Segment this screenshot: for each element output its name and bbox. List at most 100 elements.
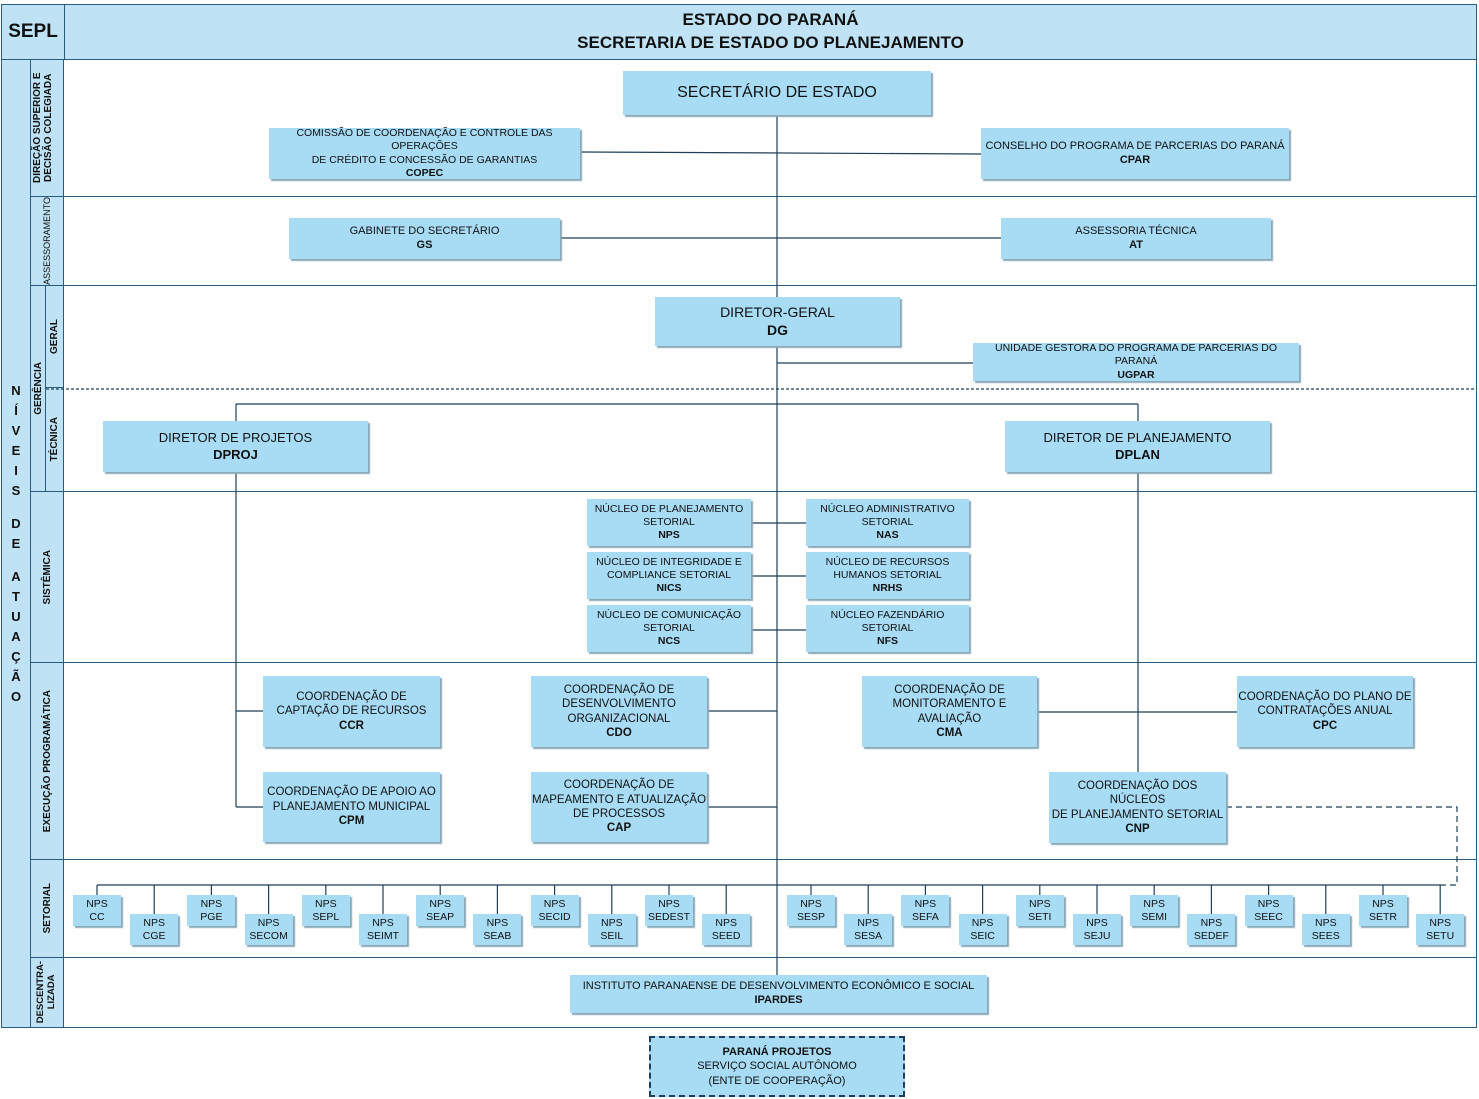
nps-prefix: NPS — [914, 898, 937, 911]
dproj-box[interactable]: DIRETOR DE PROJETOS DPROJ — [103, 421, 368, 472]
cma-line-3: AVALIAÇÃO — [917, 712, 982, 725]
secretario-label: SECRETÁRIO DE ESTADO — [677, 84, 877, 101]
ugpar-line-1: UNIDADE GESTORA DO PROGRAMA DE PARCERIAS… — [995, 342, 1277, 368]
cnp-box[interactable]: COORDENAÇÃO DOS NÚCLEOS DE PLANEJAMENTO … — [1049, 772, 1226, 843]
cdo-box[interactable]: COORDENAÇÃO DE DESENVOLVIMENTO ORGANIZAC… — [531, 676, 707, 747]
nps-code: SEIMT — [366, 929, 400, 942]
ccr-box[interactable]: COORDENAÇÃO DE CAPTAÇÃO DE RECURSOS CCR — [263, 676, 440, 747]
cpm-line-1: COORDENAÇÃO DE APOIO AO — [267, 786, 436, 799]
cma-abbr: CMA — [936, 726, 963, 739]
nrhs-box[interactable]: NÚCLEO DE RECURSOS HUMANOS SETORIAL NRHS — [806, 552, 969, 599]
gs-abbr: GS — [416, 238, 433, 251]
nps-prefix: NPS — [1200, 917, 1223, 930]
cpm-box[interactable]: COORDENAÇÃO DE APOIO AO PLANEJAMENTO MUN… — [263, 772, 440, 842]
ipardes-box[interactable]: INSTITUTO PARANAENSE DE DESENVOLVIMENTO … — [570, 975, 987, 1013]
cpc-box[interactable]: COORDENAÇÃO DO PLANO DE CONTRATAÇÕES ANU… — [1237, 676, 1413, 747]
cpc-line-2: CONTRATAÇÕES ANUAL — [1257, 705, 1393, 718]
ncs-box[interactable]: NÚCLEO DE COMUNICAÇÃO SETORIAL NCS — [587, 605, 751, 652]
gs-box[interactable]: GABINETE DO SECRETÁRIO GS — [289, 218, 560, 259]
cap-box[interactable]: COORDENAÇÃO DE MAPEAMENTO E ATUALIZAÇÃO … — [531, 772, 707, 842]
niveis-letter: Í — [14, 403, 18, 418]
nas-line-1: NÚCLEO ADMINISTRATIVO — [820, 502, 955, 515]
nps-code: PGE — [200, 910, 223, 923]
niveis-letter: U — [11, 609, 21, 624]
cdo-line-1: COORDENAÇÃO DE — [563, 683, 675, 696]
cma-line-1: COORDENAÇÃO DE — [894, 683, 1005, 696]
parana-projetos-box[interactable]: PARANÁ PROJETOS SERVIÇO SOCIAL AUTÔNOMO … — [649, 1036, 905, 1097]
nps-code: SEIL — [600, 929, 624, 942]
cdo-line-3: ORGANIZACIONAL — [567, 712, 671, 725]
nps-code: SEIC — [970, 929, 995, 942]
nps-code: SEMI — [1141, 910, 1168, 923]
cpar-box[interactable]: CONSELHO DO PROGRAMA DE PARCERIAS DO PAR… — [981, 128, 1289, 179]
nps-prefix: NPS — [971, 917, 994, 930]
copec-line-2: DE CRÉDITO E CONCESSÃO DE GARANTIAS — [311, 153, 538, 166]
at-box[interactable]: ASSESSORIA TÉCNICA AT — [1001, 218, 1271, 259]
nics-box[interactable]: NÚCLEO DE INTEGRIDADE E COMPLIANCE SETOR… — [587, 552, 751, 599]
nics-line-1: NÚCLEO DE INTEGRIDADE E — [596, 555, 742, 568]
nps-prefix: NPS — [658, 898, 680, 911]
nps-prefix: NPS — [1143, 898, 1165, 911]
cpc-line-1: COORDENAÇÃO DO PLANO DE — [1238, 690, 1412, 703]
nics-abbr: NICS — [656, 582, 682, 595]
nps-prefix: NPS — [543, 898, 566, 911]
nps-code: SEES — [1311, 929, 1340, 942]
cma-line-2: MONITORAMENTO E — [892, 698, 1007, 711]
dplan-box[interactable]: DIRETOR DE PLANEJAMENTO DPLAN — [1005, 421, 1270, 472]
copec-box[interactable]: COMISSÃO DE COORDENAÇÃO E CONTROLE DAS O… — [269, 127, 580, 179]
secretario-de-estado-box[interactable]: SECRETÁRIO DE ESTADO — [623, 71, 931, 115]
nps-nucleo-box[interactable]: NÚCLEO DE PLANEJAMENTO SETORIAL NPS — [587, 499, 751, 546]
dg-box[interactable]: DIRETOR-GERAL DG — [655, 297, 900, 346]
nps-code: SESP — [796, 910, 825, 923]
ccr-line-1: COORDENAÇÃO DE — [296, 690, 407, 703]
ugpar-box[interactable]: UNIDADE GESTORA DO PROGRAMA DE PARCERIAS… — [973, 342, 1299, 381]
nrhs-line-2: HUMANOS SETORIAL — [833, 568, 942, 581]
nfs-box[interactable]: NÚCLEO FAZENDÁRIO SETORIAL NFS — [806, 605, 969, 652]
dg-abbr: DG — [767, 321, 788, 338]
level-assessoramento: ASSESSORAMENTO — [30, 196, 64, 286]
dplan-abbr: DPLAN — [1115, 446, 1160, 462]
niveis-letter: D — [11, 516, 21, 531]
ncs-line-2: SETORIAL — [643, 621, 695, 634]
cma-box[interactable]: COORDENAÇÃO DE MONITORAMENTO E AVALIAÇÃO… — [862, 676, 1037, 747]
nps-code: SECOM — [249, 929, 288, 942]
cap-abbr: CAP — [606, 822, 632, 835]
nps-code: SECID — [538, 910, 571, 923]
nps-code: SEAP — [426, 910, 455, 923]
dplan-line-1: DIRETOR DE PLANEJAMENTO — [1043, 430, 1232, 446]
nrhs-abbr: NRHS — [872, 582, 903, 595]
nas-line-2: SETORIAL — [861, 515, 914, 528]
niveis-letter: E — [11, 443, 21, 458]
nas-box[interactable]: NÚCLEO ADMINISTRATIVO SETORIAL NAS — [806, 499, 969, 546]
dg-line-1: DIRETOR-GERAL — [720, 304, 835, 320]
nps-nucleo-line-1: NÚCLEO DE PLANEJAMENTO — [594, 502, 744, 515]
at-abbr: AT — [1129, 238, 1143, 251]
